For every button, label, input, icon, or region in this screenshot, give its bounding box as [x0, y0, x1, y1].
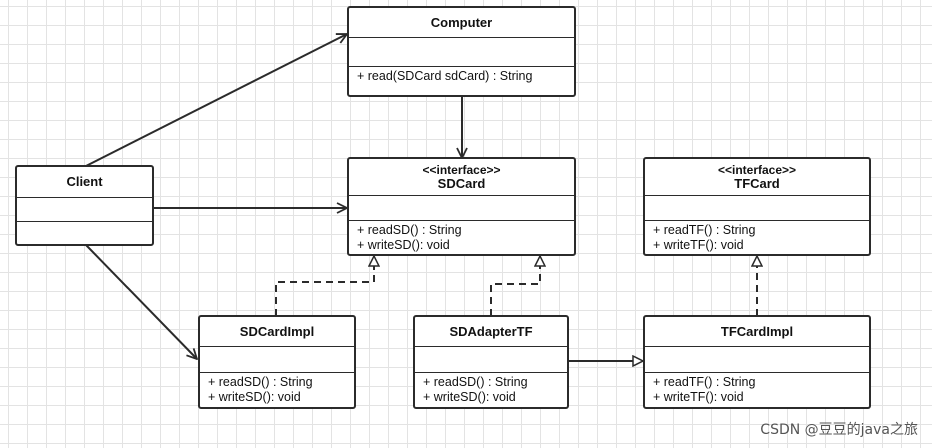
- realization-sdcardimpl-sdcard: [275, 256, 374, 316]
- class-tfcardimpl[interactable]: TFCardImpl + readTF() : String + writeTF…: [643, 315, 871, 409]
- class-sdcardimpl[interactable]: SDCardImpl + readSD() : String + writeSD…: [198, 315, 356, 409]
- class-name: SDAdapterTF: [449, 323, 533, 339]
- interface-tfcard[interactable]: <<interface>> TFCard + readTF() : String…: [643, 157, 871, 256]
- class-name: SDCard: [437, 176, 486, 191]
- class-tfcardimpl-header: TFCardImpl: [645, 317, 869, 347]
- class-sdadaptertf-header: SDAdapterTF: [415, 317, 567, 347]
- interface-sdcard-operations: + readSD() : String + writeSD(): void: [349, 221, 574, 253]
- class-sdadaptertf-operations: + readSD() : String + writeSD(): void: [415, 373, 567, 405]
- class-name: Computer: [430, 14, 493, 30]
- class-computer-header: Computer: [349, 8, 574, 38]
- operation: + writeSD(): void: [208, 390, 301, 404]
- operation: + read(SDCard sdCard) : String: [357, 69, 533, 83]
- class-tfcardimpl-operations: + readTF() : String + writeTF(): void: [645, 373, 869, 405]
- interface-sdcard-header: <<interface>> SDCard: [349, 159, 574, 196]
- operation: + readSD() : String: [357, 223, 462, 237]
- class-client-attributes: [17, 198, 152, 222]
- class-computer-operations: + read(SDCard sdCard) : String: [349, 67, 574, 84]
- class-name: Client: [66, 174, 103, 189]
- class-client-header: Client: [17, 167, 152, 198]
- class-sdcardimpl-operations: + readSD() : String + writeSD(): void: [200, 373, 354, 405]
- operation: + readTF() : String: [653, 223, 756, 237]
- class-computer-attributes: [349, 38, 574, 67]
- interface-sdcard[interactable]: <<interface>> SDCard + readSD() : String…: [347, 157, 576, 256]
- stereotype: <<interface>>: [422, 163, 501, 177]
- operation: + readSD() : String: [423, 375, 528, 389]
- realization-sdadaptertf-sdcard: [490, 256, 540, 316]
- operation: + writeTF(): void: [653, 238, 744, 252]
- association-client-computer: [85, 34, 347, 167]
- class-name: TFCardImpl: [720, 323, 794, 339]
- association-client-sdcardimpl: [85, 244, 197, 359]
- interface-tfcard-header: <<interface>> TFCard: [645, 159, 869, 196]
- class-name: SDCardImpl: [239, 323, 315, 339]
- class-sdadaptertf-attributes: [415, 347, 567, 373]
- watermark: CSDN @豆豆的java之旅: [760, 422, 918, 438]
- operation: + writeTF(): void: [653, 390, 744, 404]
- class-sdcardimpl-attributes: [200, 347, 354, 373]
- operation: + writeSD(): void: [357, 238, 450, 252]
- operation: + readTF() : String: [653, 375, 756, 389]
- interface-tfcard-attributes: [645, 196, 869, 221]
- operation: + readSD() : String: [208, 375, 313, 389]
- operation: + writeSD(): void: [423, 390, 516, 404]
- stereotype: <<interface>>: [717, 163, 797, 177]
- class-sdadaptertf[interactable]: SDAdapterTF + readSD() : String + writeS…: [413, 315, 569, 409]
- class-computer[interactable]: Computer + read(SDCard sdCard) : String: [347, 6, 576, 97]
- class-name: TFCard: [734, 176, 780, 191]
- class-tfcardimpl-attributes: [645, 347, 869, 373]
- class-client[interactable]: Client: [15, 165, 154, 246]
- class-sdcardimpl-header: SDCardImpl: [200, 317, 354, 347]
- interface-tfcard-operations: + readTF() : String + writeTF(): void: [645, 221, 869, 253]
- interface-sdcard-attributes: [349, 196, 574, 221]
